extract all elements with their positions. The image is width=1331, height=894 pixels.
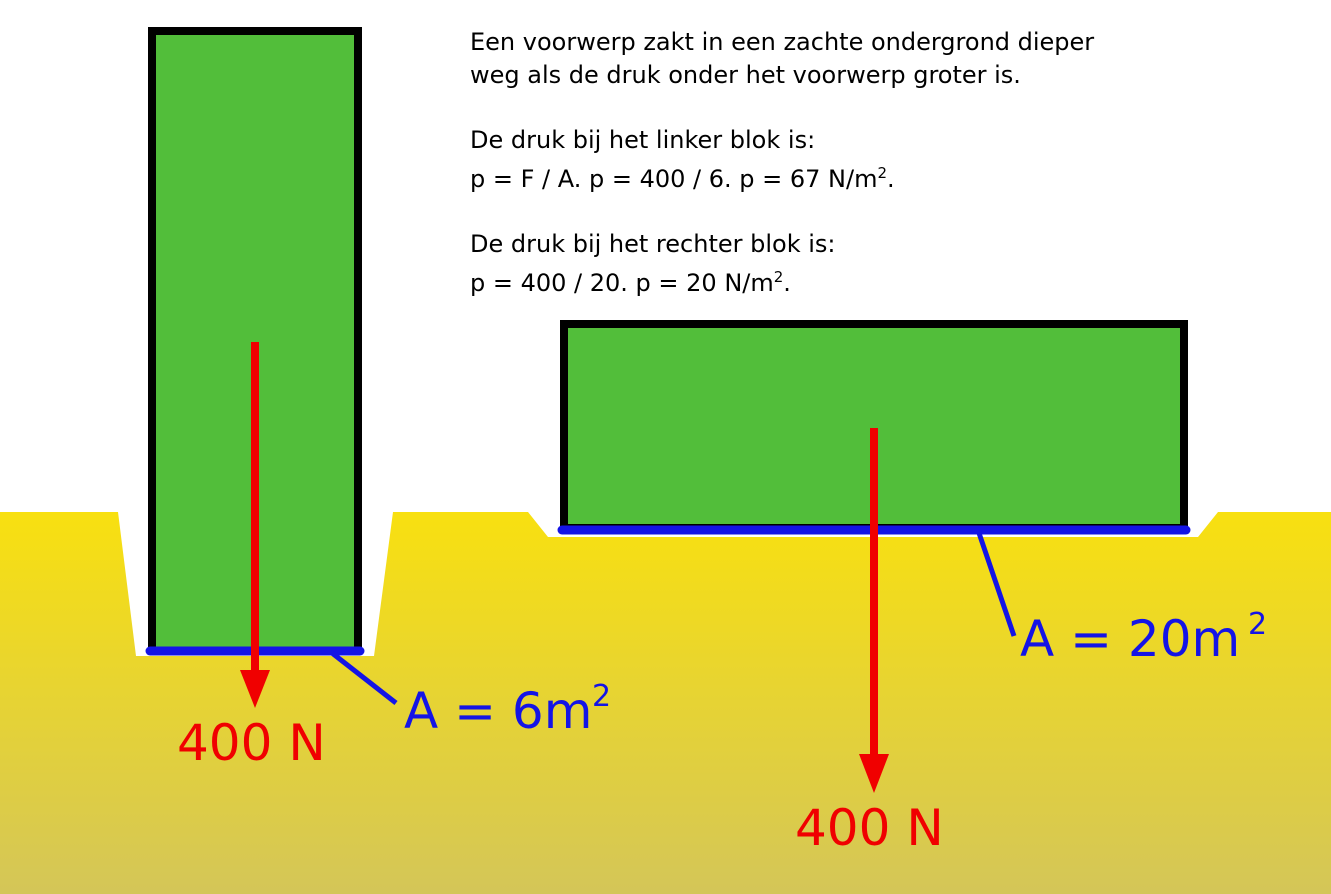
left-pressure-formula: p = F / A. p = 400 / 6. p = 67 N/m2. xyxy=(470,157,1230,196)
intro-line-1: Een voorwerp zakt in een zachte ondergro… xyxy=(470,28,1095,56)
left-pressure-heading: De druk bij het linker blok is: xyxy=(470,126,816,154)
left-formula-period: . xyxy=(887,165,895,193)
soft-ground xyxy=(0,512,1331,894)
right-pressure-paragraph: De druk bij het rechter blok is: p = 400… xyxy=(470,228,1230,300)
explanation-text: Een voorwerp zakt in een zachte ondergro… xyxy=(470,26,1230,332)
right-area-pointer xyxy=(976,532,1017,637)
left-formula-superscript: 2 xyxy=(877,164,888,182)
intro-line-2: weg als de druk onder het voorwerp grote… xyxy=(470,61,1021,89)
right-formula-text: p = 400 / 20. p = 20 N/m xyxy=(470,269,774,297)
left-formula-text: p = F / A. p = 400 / 6. p = 67 N/m xyxy=(470,165,878,193)
right-pressure-heading: De druk bij het rechter blok is: xyxy=(470,230,836,258)
left-area-label: A = 6m xyxy=(404,682,592,740)
left-force-label: 400 N xyxy=(177,714,326,772)
intro-paragraph: Een voorwerp zakt in een zachte ondergro… xyxy=(470,26,1230,92)
right-formula-superscript: 2 xyxy=(773,268,784,286)
left-area-pointer xyxy=(330,651,398,705)
left-pressure-paragraph: De druk bij het linker blok is: p = F / … xyxy=(470,124,1230,196)
right-force-arrowhead xyxy=(859,754,889,793)
left-area-superscript: 2 xyxy=(592,679,611,714)
right-force-label: 400 N xyxy=(795,799,944,857)
right-pressure-formula: p = 400 / 20. p = 20 N/m2. xyxy=(470,261,1230,300)
right-formula-period: . xyxy=(783,269,791,297)
right-area-superscript: 2 xyxy=(1248,607,1267,642)
right-area-label: A = 20m xyxy=(1020,610,1240,668)
left-force-arrowhead xyxy=(240,670,270,708)
